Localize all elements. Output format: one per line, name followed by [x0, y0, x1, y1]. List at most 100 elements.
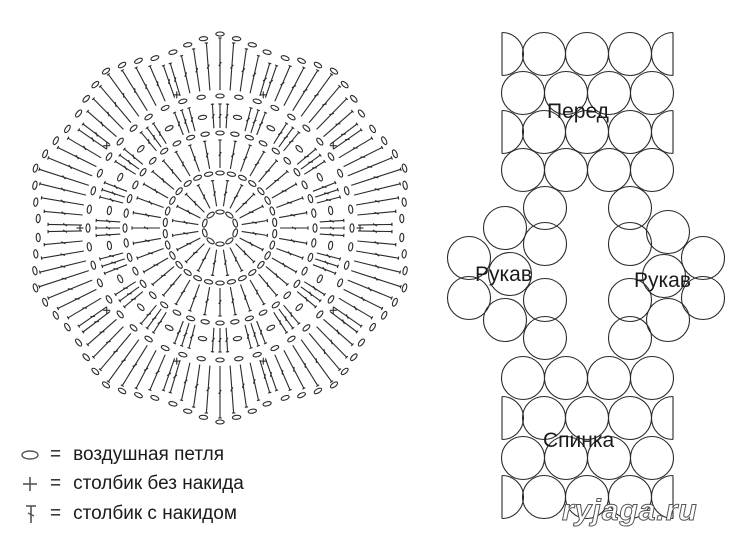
petal-tip-chain — [340, 367, 349, 376]
petal-stitch — [168, 359, 181, 394]
petal-stitch — [43, 209, 83, 216]
petal-stitch — [47, 222, 83, 227]
double-crochet-stitch — [179, 322, 190, 347]
sleeve-motif — [482, 297, 528, 343]
double-crochet-stitch — [225, 103, 230, 129]
single-crochet-stitch — [103, 306, 111, 314]
chain-stitch — [269, 206, 276, 216]
chain-stitch — [270, 345, 280, 352]
petal-tip-chain — [117, 387, 127, 395]
double-crochet-stitch — [320, 226, 345, 230]
single-crochet-stitch — [103, 142, 111, 150]
chain-stitch — [105, 295, 113, 304]
center-ring-chain — [215, 241, 225, 247]
double-crochet-stitch — [218, 328, 222, 353]
double-crochet-stitch — [174, 150, 191, 177]
chain-stitch — [160, 147, 169, 155]
petal-stitch — [47, 279, 93, 300]
petal-stitch — [148, 64, 166, 102]
petal-tip-chain — [280, 55, 290, 62]
petal-stitch — [351, 167, 402, 186]
chain-stitch — [197, 335, 208, 342]
petal-tip-chain — [329, 381, 339, 389]
petal-stitch — [40, 250, 84, 260]
double-crochet-stitch — [184, 192, 205, 213]
double-crochet-stitch — [171, 230, 199, 238]
chain-stitch — [349, 223, 355, 233]
double-crochet-stitch — [101, 258, 126, 269]
chain-stitch — [343, 260, 350, 270]
center-ring-chain — [232, 218, 239, 228]
petal-tip-chain — [247, 408, 258, 414]
petal-stitch — [332, 128, 363, 150]
petal-tip-chain — [33, 197, 39, 207]
petal-stitch — [38, 260, 87, 275]
double-crochet-stitch — [278, 126, 295, 148]
double-crochet-stitch — [296, 147, 318, 165]
chain-stitch — [148, 156, 157, 165]
petal-stitch — [98, 84, 132, 123]
double-crochet-stitch — [278, 308, 295, 330]
petal-stitch — [356, 250, 400, 260]
double-crochet-stitch — [187, 324, 196, 350]
chain-stitch — [244, 315, 254, 322]
petal-stitch — [47, 156, 93, 177]
sleeve-motif — [680, 235, 726, 281]
chain-stitch — [96, 278, 103, 288]
chain-stitch — [343, 186, 350, 196]
chain-stitch — [196, 94, 206, 100]
double-crochet-stitch — [210, 327, 215, 353]
petal-stitch — [191, 48, 201, 92]
petal-tip-chain — [215, 419, 225, 425]
legend-text: столбик без накида — [73, 473, 244, 494]
back-motif — [607, 474, 653, 520]
single-crochet-stitch — [356, 224, 364, 232]
petal-tip-chain — [313, 387, 323, 395]
petal-stitch — [120, 345, 148, 387]
petal-stitch — [179, 362, 191, 402]
double-crochet-stitch — [103, 180, 128, 192]
double-crochet-stitch — [196, 184, 211, 209]
connector-motif — [607, 315, 653, 361]
petal-stitch — [229, 365, 236, 414]
petal-tip-chain — [35, 213, 41, 224]
chain-stitch — [327, 152, 335, 161]
double-crochet-stitch — [229, 247, 244, 272]
petal-tip-chain — [168, 401, 178, 407]
petal-tip-chain — [313, 61, 323, 69]
chain-stitch — [139, 168, 147, 177]
chain-stitch — [316, 310, 324, 319]
petal-stitch — [353, 181, 402, 196]
double-crochet-stitch — [280, 226, 309, 230]
chain-stitch — [116, 137, 124, 146]
chain-stitch — [129, 324, 138, 332]
double-crochet-stitch — [314, 258, 339, 269]
double-crochet-stitch — [276, 247, 304, 260]
back-motif — [607, 395, 653, 441]
legend-equals: = — [50, 444, 62, 465]
double-crochet-stitch — [122, 147, 144, 165]
double-crochet-stitch — [176, 237, 201, 252]
single-crochet-stitch — [76, 224, 84, 232]
single-crochet-stitch — [173, 91, 181, 99]
petal-tip-chain — [32, 283, 39, 293]
petal-tip-chain — [33, 249, 39, 259]
petal-tip-chain — [340, 80, 349, 89]
connector-motif — [522, 315, 568, 361]
chain-stitch — [144, 335, 153, 343]
double-crochet-stitch — [256, 320, 268, 345]
chain-stitch — [337, 278, 344, 288]
double-crochet-stitch — [203, 140, 211, 169]
chain-stitch — [183, 268, 192, 277]
petal-stitch — [323, 109, 354, 138]
double-crochet-stitch — [225, 327, 230, 353]
chain-stitch — [162, 228, 168, 239]
chain-stitch — [252, 351, 262, 358]
chain-stitch — [172, 140, 182, 147]
double-crochet-stitch — [151, 266, 175, 287]
double-crochet-stitch — [244, 324, 253, 350]
front-motif — [607, 109, 653, 155]
double-crochet-stitch — [151, 312, 167, 334]
chain-stitch — [327, 295, 335, 304]
